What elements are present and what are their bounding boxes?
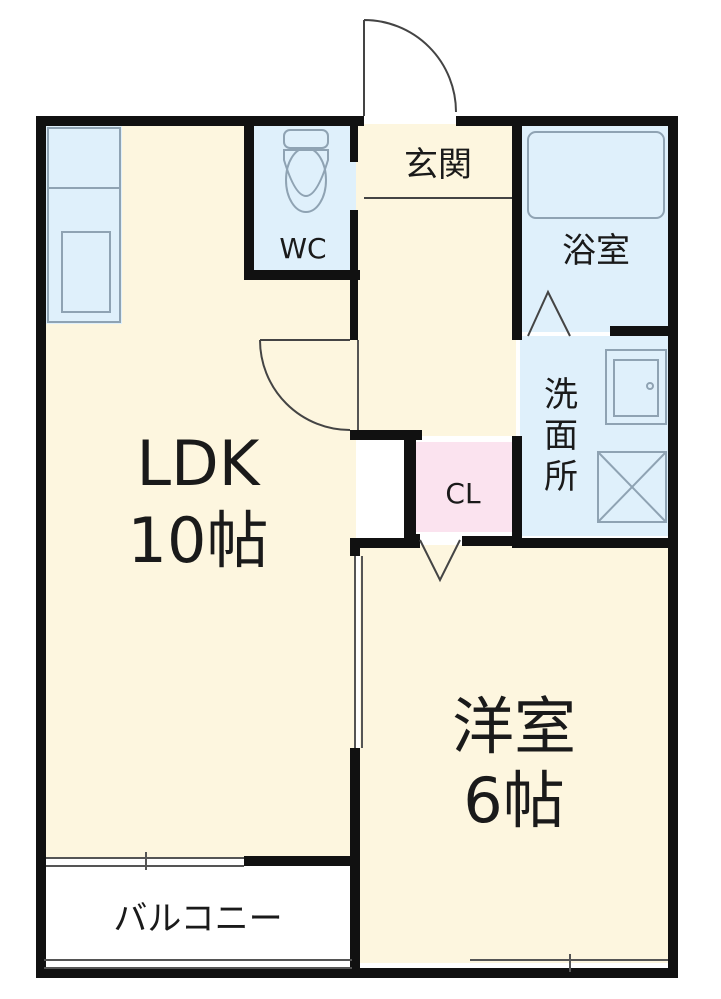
wall-wash-bottom bbox=[512, 538, 678, 548]
wall-cl-bottom-right bbox=[462, 536, 522, 546]
balcony-label: バルコニー bbox=[113, 899, 282, 939]
wall-top-left bbox=[36, 116, 364, 126]
kitchen-counter-icon bbox=[47, 127, 121, 323]
western-room-floor bbox=[360, 545, 670, 963]
room-labels: LDK 10帖 洋室 6帖 玄関 WC 浴室 洗 面 所 CL バルコニー bbox=[113, 145, 630, 939]
wall-western-top-left bbox=[350, 538, 420, 548]
washroom-label-2: 面 bbox=[544, 416, 578, 456]
closet-door-marker bbox=[419, 539, 461, 583]
closet-label: CL bbox=[445, 477, 481, 510]
bath-floor bbox=[520, 124, 670, 332]
wall-ldk-balcony bbox=[244, 856, 360, 866]
ldk-room-size: 10帖 bbox=[128, 504, 269, 577]
wc-label: WC bbox=[279, 232, 326, 265]
wall-ldk-hall bbox=[350, 430, 422, 440]
bath-door-marker bbox=[527, 289, 571, 337]
wall-left bbox=[36, 116, 46, 978]
wall-bath-left bbox=[512, 122, 522, 340]
wall-wc-bottom bbox=[244, 270, 360, 280]
kitchen-sink-icon bbox=[61, 231, 111, 313]
washroom-label-3: 所 bbox=[544, 457, 578, 497]
fixtures bbox=[47, 127, 667, 523]
wall-wc-right-low bbox=[350, 210, 358, 340]
balcony-floor bbox=[44, 864, 354, 964]
closet-floor bbox=[412, 442, 516, 532]
room-fills bbox=[44, 124, 670, 964]
wall-western-left-upper bbox=[350, 540, 360, 556]
bathtub-icon bbox=[527, 131, 665, 219]
washroom-label-1: 洗 bbox=[544, 375, 578, 415]
hallway-floor bbox=[356, 124, 516, 436]
genkan-label: 玄関 bbox=[404, 145, 472, 185]
walls bbox=[36, 116, 678, 978]
sink-icon bbox=[605, 349, 667, 425]
western-room-size: 6帖 bbox=[463, 764, 564, 837]
wall-cl-left bbox=[404, 432, 416, 542]
wall-bath-bottom bbox=[610, 326, 676, 336]
wall-bottom bbox=[36, 968, 678, 978]
bath-label: 浴室 bbox=[562, 231, 630, 271]
washing-machine-pan-icon bbox=[597, 451, 667, 523]
washroom-floor bbox=[520, 336, 670, 536]
wall-wash-left bbox=[512, 436, 522, 548]
toilet-icon bbox=[283, 129, 329, 213]
ldk-room-name: LDK bbox=[137, 427, 261, 500]
western-room-name: 洋室 bbox=[452, 690, 576, 763]
wall-top-right bbox=[456, 116, 678, 126]
door-swings bbox=[259, 19, 571, 583]
windows bbox=[44, 340, 668, 972]
entrance-door-swing bbox=[363, 19, 457, 116]
ldk-door-swing bbox=[259, 339, 351, 431]
wall-wc-left bbox=[244, 122, 254, 278]
wall-wc-right bbox=[350, 122, 358, 162]
